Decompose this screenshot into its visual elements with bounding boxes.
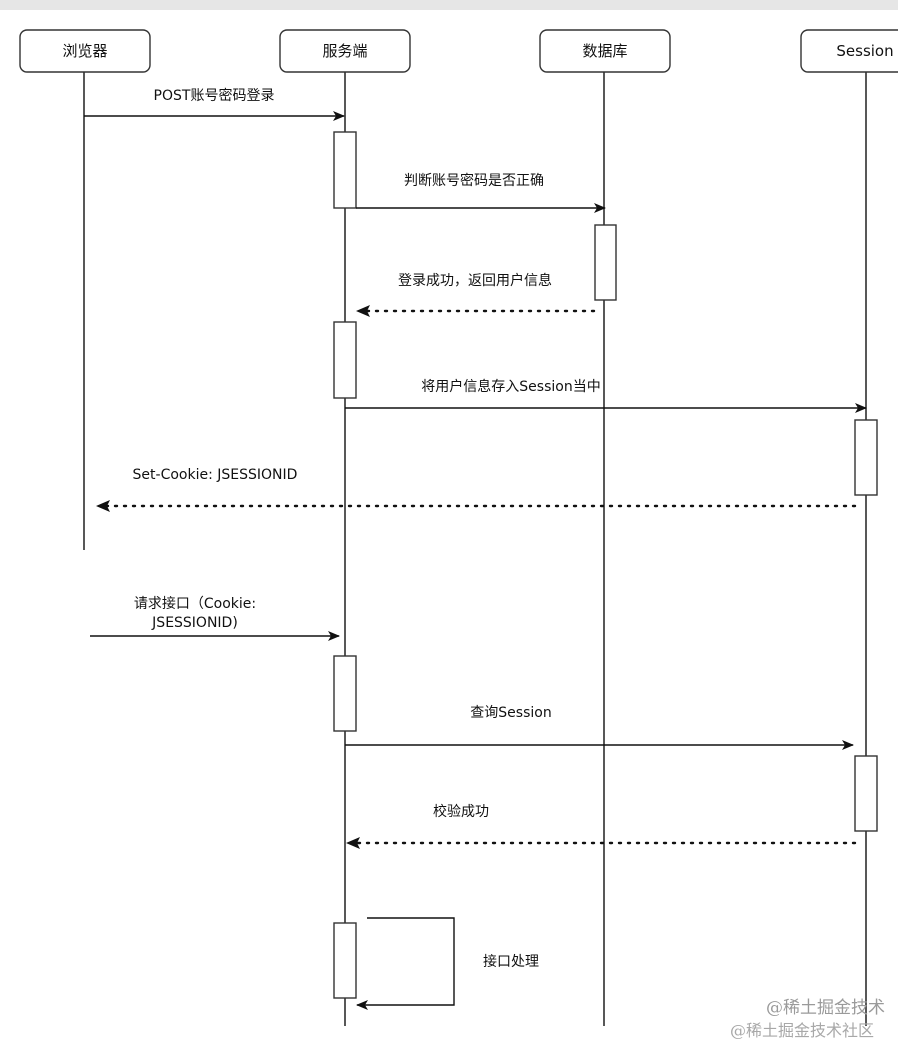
message-label-2: 判断账号密码是否正确 xyxy=(404,172,544,189)
activation-session-1 xyxy=(854,419,878,496)
message-arrowhead-3 xyxy=(356,305,370,317)
activation-database-1 xyxy=(594,224,617,301)
activation-server-3 xyxy=(333,655,357,732)
message-label-7: 查询Session xyxy=(470,705,551,721)
activation-session-2 xyxy=(854,755,878,832)
activation-server-4 xyxy=(333,922,357,999)
message-label-9: 接口处理 xyxy=(483,953,539,970)
participant-session-label: Session xyxy=(836,42,893,60)
top-bar xyxy=(0,0,898,10)
participant-browser: 浏览器 xyxy=(19,29,151,73)
participant-server-label: 服务端 xyxy=(322,42,367,60)
watermark-line-1: @稀土掘金技术 xyxy=(766,998,885,1018)
participant-database-label: 数据库 xyxy=(582,42,627,60)
activation-server-1 xyxy=(333,131,357,209)
participant-database: 数据库 xyxy=(539,29,671,73)
message-label-5: Set-Cookie: JSESSIONID xyxy=(133,467,298,483)
message-label-3: 登录成功，返回用户信息 xyxy=(398,272,552,289)
message-label-6a: 请求接口（Cookie: xyxy=(134,595,256,612)
message-arrowhead-5 xyxy=(96,500,110,512)
message-label-1: POST账号密码登录 xyxy=(154,87,275,104)
participant-session: Session xyxy=(800,29,898,73)
activation-server-2 xyxy=(333,321,357,399)
message-label-6b: JSESSIONID) xyxy=(151,615,238,631)
participant-browser-label: 浏览器 xyxy=(62,42,107,60)
message-label-4: 将用户信息存入Session当中 xyxy=(421,378,600,395)
participant-server: 服务端 xyxy=(279,29,411,73)
message-arrowhead-8 xyxy=(346,837,360,849)
message-arrow-9 xyxy=(356,917,455,1010)
watermark-line-2: @稀土掘金技术社区 xyxy=(730,1021,874,1040)
message-label-8: 校验成功 xyxy=(433,803,489,820)
